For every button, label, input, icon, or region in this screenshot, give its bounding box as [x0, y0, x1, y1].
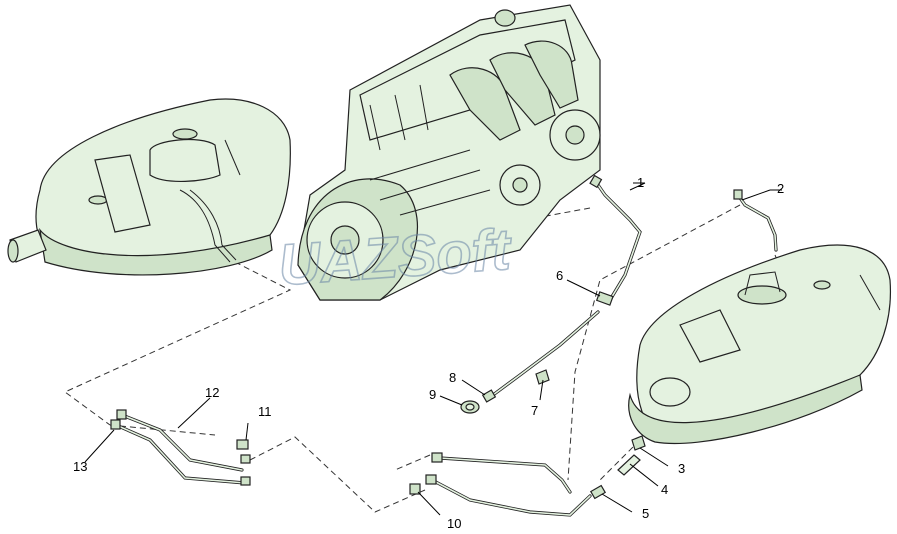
- callout-8: 8: [449, 370, 456, 385]
- callout-5: 5: [642, 506, 649, 521]
- engine-assembly: [297, 4, 601, 301]
- pipe-8: [481, 291, 614, 403]
- clip-7: [535, 369, 550, 385]
- callout-2: 2: [777, 181, 784, 196]
- callout-1: 1: [637, 175, 644, 190]
- grommet-9: [460, 400, 480, 414]
- callout-9: 9: [429, 387, 436, 402]
- right-fuel-tank: [628, 244, 892, 445]
- callout-labels: 1 2 3 4 5 6 7 8 9 10 11 12 13: [73, 175, 784, 531]
- pipe-12: [110, 409, 251, 486]
- callout-13: 13: [73, 459, 87, 474]
- pipe-2: [733, 189, 778, 252]
- pipe-1: [589, 174, 642, 302]
- callout-11: 11: [258, 404, 272, 419]
- callout-4: 4: [661, 482, 668, 497]
- left-fuel-tank: [7, 98, 291, 276]
- callout-3: 3: [678, 461, 685, 476]
- callout-12: 12: [205, 385, 219, 400]
- callout-6: 6: [556, 268, 563, 283]
- lower-pipes: [409, 435, 646, 517]
- callout-10: 10: [447, 516, 461, 531]
- callout-7: 7: [531, 403, 538, 418]
- leader-lines: [84, 182, 782, 516]
